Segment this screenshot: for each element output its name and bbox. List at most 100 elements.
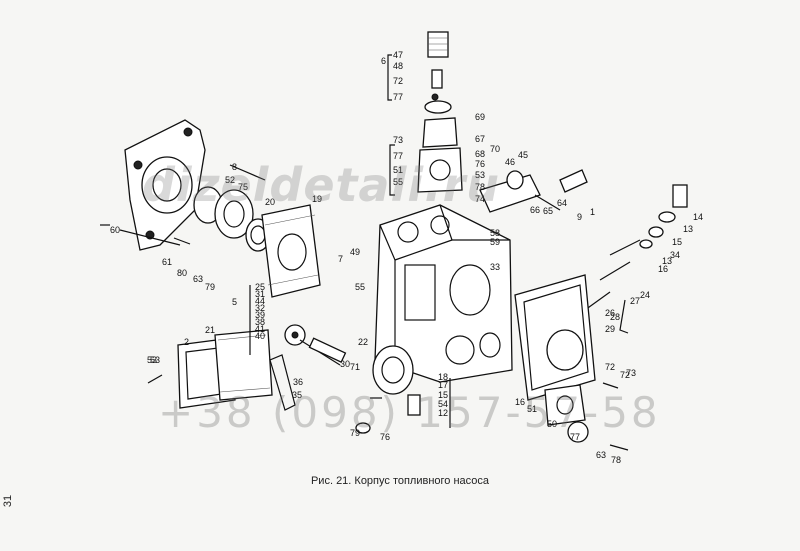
part-label: 38 xyxy=(255,317,265,327)
part-label: 55 xyxy=(355,282,365,292)
part-label: 33 xyxy=(490,262,500,272)
phone-watermark: +38 (098) 157-57-58 xyxy=(158,388,661,437)
part-label: 41 xyxy=(255,324,265,334)
part-label: 51 xyxy=(527,404,537,414)
part-label: 15 xyxy=(672,237,682,247)
screws xyxy=(147,237,629,451)
part-label: 36 xyxy=(293,377,303,387)
part-label: 34 xyxy=(670,250,680,260)
page-number: 31 xyxy=(2,494,15,508)
bracket-lines xyxy=(100,54,629,428)
part-label: 12 xyxy=(438,408,448,418)
part-label: 7 xyxy=(338,254,343,264)
right-cover-plate xyxy=(514,274,596,443)
part-label: 35 xyxy=(292,390,302,400)
part-label: 2 xyxy=(184,337,189,347)
part-label: 75 xyxy=(238,182,248,192)
part-label: 78 xyxy=(611,455,621,465)
part-label: 67 xyxy=(475,134,485,144)
part-label: 76 xyxy=(475,159,485,169)
part-label: 73 xyxy=(626,368,636,378)
part-label: 50 xyxy=(547,419,557,429)
part-label: 74 xyxy=(475,194,485,204)
part-label: 52 xyxy=(225,175,235,185)
part-label: 70 xyxy=(490,144,500,154)
part-label: 49 xyxy=(350,247,360,257)
part-label: 79 xyxy=(350,428,360,438)
part-label: 60 xyxy=(110,225,120,235)
pump-cover-plate xyxy=(124,119,206,251)
part-label: 77 xyxy=(393,151,403,161)
part-label: 13 xyxy=(662,256,672,266)
part-label: 78 xyxy=(475,182,485,192)
part-label: 13 xyxy=(683,224,693,234)
part-label: 63 xyxy=(193,274,203,284)
part-label: 80 xyxy=(177,268,187,278)
lower-cover-plate xyxy=(177,329,273,409)
part-label: 61 xyxy=(162,257,172,267)
part-label: 26 xyxy=(605,308,615,318)
part-label: 55 xyxy=(393,177,403,187)
part-label: 8 xyxy=(232,162,237,172)
part-label: 63 xyxy=(596,450,606,460)
part-label: 79 xyxy=(205,282,215,292)
part-label: 25 xyxy=(255,282,265,292)
pin-stack-right xyxy=(584,184,688,311)
part-label: 53 xyxy=(147,355,157,365)
part-label: 19 xyxy=(312,194,322,204)
site-watermark: dizeldetali.ru xyxy=(142,158,501,212)
part-label: 39 xyxy=(255,310,265,320)
part-label: 6 xyxy=(381,56,386,66)
part-label: 27 xyxy=(630,296,640,306)
part-label: 45 xyxy=(518,150,528,160)
part-label: 59 xyxy=(490,237,500,247)
part-label: 24 xyxy=(640,290,650,300)
part-label: 14 xyxy=(693,212,703,222)
part-label: 77 xyxy=(570,432,580,442)
part-label: 18 xyxy=(438,372,448,382)
part-label: 69 xyxy=(475,112,485,122)
valve-fittings-right xyxy=(479,169,588,213)
part-label: 9 xyxy=(577,212,582,222)
part-label: 58 xyxy=(490,228,500,238)
part-label: 66 xyxy=(530,205,540,215)
part-label: 47 xyxy=(393,50,403,60)
part-label: 68 xyxy=(475,149,485,159)
part-label: 1 xyxy=(590,207,595,217)
part-label: 53 xyxy=(150,355,160,365)
gasket-71 xyxy=(355,345,421,434)
part-label: 53 xyxy=(475,170,485,180)
part-label: 71 xyxy=(350,362,360,372)
part-label: 72 xyxy=(393,76,403,86)
part-label: 72 xyxy=(605,362,615,372)
part-label: 31 xyxy=(255,289,265,299)
part-label: 72 xyxy=(620,370,630,380)
part-label: 17 xyxy=(438,380,448,390)
part-label: 77 xyxy=(393,92,403,102)
part-label: 29 xyxy=(605,324,615,334)
part-label: 48 xyxy=(393,61,403,71)
part-label: 44 xyxy=(255,296,265,306)
part-label: 16 xyxy=(515,397,525,407)
part-label: 20 xyxy=(265,197,275,207)
part-label: 21 xyxy=(205,325,215,335)
part-label: 5 xyxy=(232,297,237,307)
gear-lever xyxy=(269,324,347,411)
part-label: 15 xyxy=(438,390,448,400)
part-label: 40 xyxy=(255,331,265,341)
gasket-19 xyxy=(261,204,321,298)
part-label: 54 xyxy=(438,399,448,409)
part-label: 76 xyxy=(380,432,390,442)
part-label: 65 xyxy=(543,206,553,216)
part-label: 73 xyxy=(393,135,403,145)
part-label: 46 xyxy=(505,157,515,167)
part-label: 28 xyxy=(610,312,620,322)
figure-caption: Рис. 21. Корпус топливного насоса xyxy=(310,475,490,487)
part-label: 30 xyxy=(340,359,350,369)
part-label: 64 xyxy=(557,198,567,208)
part-label: 51 xyxy=(393,165,403,175)
plunger-stack xyxy=(417,31,463,193)
